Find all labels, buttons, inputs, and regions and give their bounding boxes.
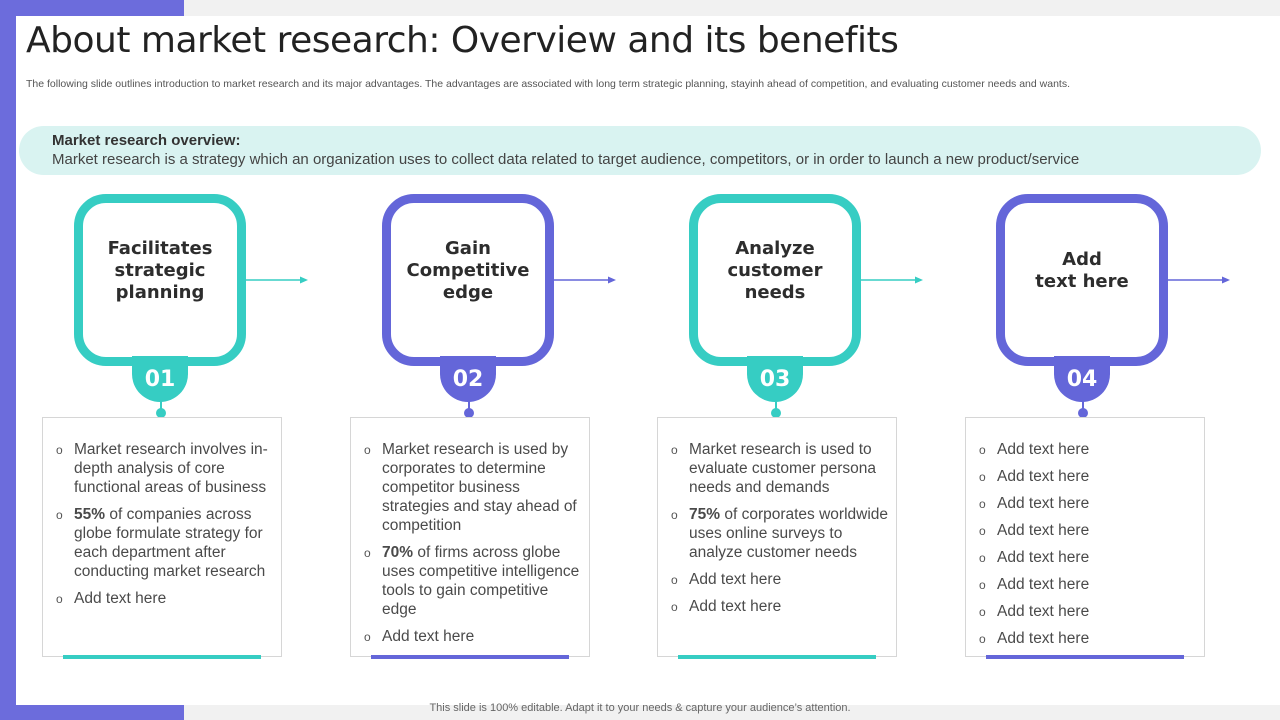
step-number-badge: 04 [1054, 356, 1110, 402]
card-title: Analyze customer needs [727, 238, 823, 303]
bullet-stat: 75% [689, 506, 721, 523]
overview-text: Market research is a strategy which an o… [52, 151, 1080, 168]
bullet-list: Market research involves in-depth analys… [56, 440, 274, 616]
detail-box-3: Market research is used to evaluate cust… [657, 417, 897, 657]
connector-dot [464, 408, 474, 418]
arrow-right-icon [861, 276, 923, 284]
footer-note: This slide is 100% editable. Adapt it to… [429, 702, 851, 714]
list-item: Add text here [979, 440, 1197, 460]
detail-box-4: Add text here Add text here Add text her… [965, 417, 1205, 657]
bullet-text: of corporates worldwide uses online surv… [689, 506, 889, 561]
bullet-text: Add text here [382, 628, 475, 645]
step-number-badge: 01 [132, 356, 188, 402]
arrow-right-icon [554, 276, 616, 284]
connector-stem [160, 400, 162, 410]
arrow-right-icon [1168, 276, 1230, 284]
list-item: Add text here [979, 467, 1197, 487]
bullet-text: of companies across globe formulate stra… [74, 506, 266, 580]
list-item: Add text here [979, 629, 1197, 649]
arrow-right-icon [246, 276, 308, 284]
bullet-list: Market research is used to evaluate cust… [671, 440, 889, 624]
connector-dot [1078, 408, 1088, 418]
bullet-list: Market research is used by corporates to… [364, 440, 582, 654]
bullet-stat: 70% [382, 544, 414, 561]
box-underline [371, 655, 569, 659]
list-item: Add text here [979, 575, 1197, 595]
bullet-text: Market research is used by corporates to… [382, 441, 577, 534]
connector-dot [771, 408, 781, 418]
bullet-text: Add text here [997, 549, 1090, 566]
card-title: Facilitates strategic planning [107, 238, 213, 303]
card-frame-1: Facilitates strategic planning [74, 194, 246, 366]
card-title: Add text here [1035, 249, 1129, 292]
connector-stem [775, 400, 777, 410]
list-item: Market research involves in-depth analys… [56, 440, 274, 497]
list-item: 75% of corporates worldwide uses online … [671, 505, 889, 562]
box-underline [678, 655, 876, 659]
bullet-text: Add text here [997, 468, 1090, 485]
bullet-text: Add text here [997, 495, 1090, 512]
connector-dot [156, 408, 166, 418]
list-item: 55% of companies across globe formulate … [56, 505, 274, 581]
slide-title: About market research: Overview and its … [26, 20, 899, 61]
list-item: Market research is used by corporates to… [364, 440, 582, 535]
overview-banner: Market research overview: Market researc… [19, 126, 1261, 175]
bullet-list: Add text here Add text here Add text her… [979, 440, 1197, 656]
detail-box-2: Market research is used by corporates to… [350, 417, 590, 657]
bullet-text: Add text here [689, 571, 782, 588]
connector-stem [468, 400, 470, 410]
overview-heading: Market research overview: [52, 132, 241, 149]
card-frame-2: Gain Competitive edge [382, 194, 554, 366]
list-item: Add text here [671, 570, 889, 590]
list-item: Add text here [364, 627, 582, 647]
bullet-text: Add text here [689, 598, 782, 615]
list-item: Add text here [979, 494, 1197, 514]
bullet-text: Market research involves in-depth analys… [74, 441, 268, 496]
card-frame-3: Analyze customer needs [689, 194, 861, 366]
list-item: 70% of firms across globe uses competiti… [364, 543, 582, 619]
bullet-text: Add text here [997, 576, 1090, 593]
bullet-text: of firms across globe uses competitive i… [382, 544, 580, 618]
bullet-text: Add text here [74, 590, 167, 607]
list-item: Add text here [56, 589, 274, 609]
box-underline [63, 655, 261, 659]
bullet-stat: 55% [74, 506, 106, 523]
step-number-badge: 03 [747, 356, 803, 402]
card-frame-4: Add text here [996, 194, 1168, 366]
bullet-text: Add text here [997, 522, 1090, 539]
list-item: Add text here [979, 521, 1197, 541]
list-item: Add text here [979, 602, 1197, 622]
step-number-badge: 02 [440, 356, 496, 402]
bullet-text: Add text here [997, 441, 1090, 458]
bullet-text: Add text here [997, 630, 1090, 647]
bullet-text: Add text here [997, 603, 1090, 620]
detail-box-1: Market research involves in-depth analys… [42, 417, 282, 657]
list-item: Market research is used to evaluate cust… [671, 440, 889, 497]
connector-stem [1082, 400, 1084, 410]
box-underline [986, 655, 1184, 659]
bullet-text: Market research is used to evaluate cust… [689, 441, 876, 496]
list-item: Add text here [979, 548, 1197, 568]
card-title: Gain Competitive edge [406, 238, 530, 303]
list-item: Add text here [671, 597, 889, 617]
slide-subtitle: The following slide outlines introductio… [26, 78, 1070, 90]
